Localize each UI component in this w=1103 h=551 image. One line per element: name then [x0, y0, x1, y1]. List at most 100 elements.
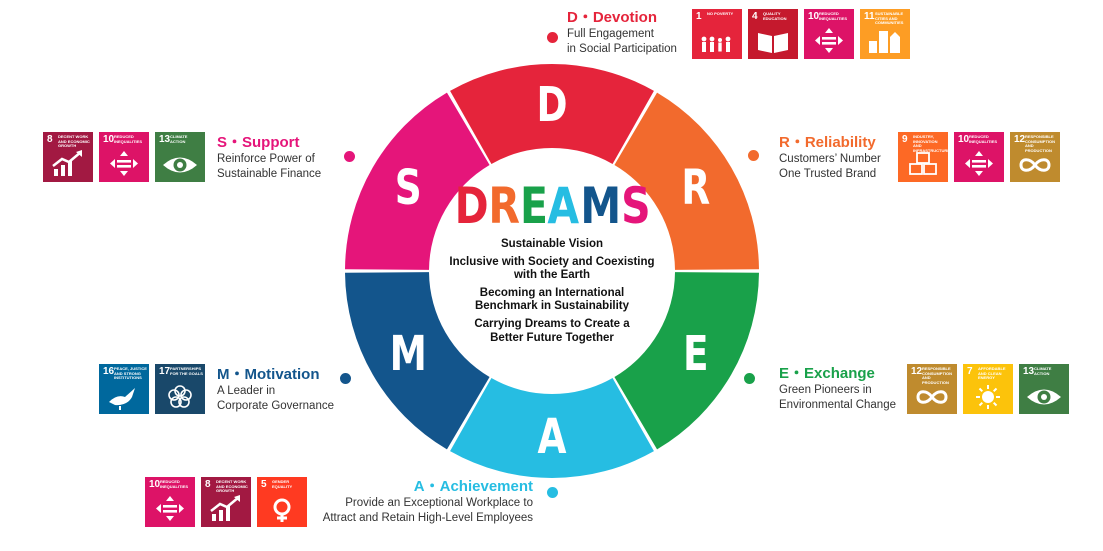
sdg-row-d: 1No Poverty4Quality Education10Reduced I… — [692, 9, 910, 59]
sdg-label: Reduced Inequalities — [969, 134, 998, 144]
sdg-tile-1: 1No Poverty — [692, 9, 742, 59]
sdg-row-e: 12Responsible Consumption and Production… — [907, 364, 1069, 414]
ring-segment-r — [614, 92, 759, 270]
logo-letter-d: D — [454, 177, 488, 235]
sdg-label: Reduced Inequalities — [819, 11, 848, 21]
infinity-icon — [1019, 158, 1051, 172]
sdg-label: Reduced Inequalities — [114, 134, 143, 144]
infinity-icon — [916, 390, 948, 404]
sdg-tile-11: 11Sustainable Cities and Communities — [860, 9, 910, 59]
sdg-tile-12: 12Responsible Consumption and Production — [907, 364, 957, 414]
dreams-logo: DREAMS — [437, 176, 667, 236]
pillar-s-dot — [344, 151, 355, 162]
sdg-label: Reduced Inequalities — [160, 479, 189, 489]
vision-line: Carrying Dreams to Create a Better Futur… — [474, 317, 630, 344]
pillar-desc-line: Corporate Governance — [217, 400, 334, 412]
sdg-row-a: 10Reduced Inequalities 8 Decent Work and E… — [145, 477, 307, 527]
pillar-title: R・Reliability — [779, 134, 876, 151]
ring-letter-r: R — [681, 161, 710, 217]
sdg-tile-10: 10Reduced Inequalities — [145, 477, 195, 527]
sdg-number: 7 — [967, 366, 973, 377]
pillar-exchange: E・Exchange Green Pioneers in Environment… — [779, 365, 896, 413]
sdg-tile-10: 10Reduced Inequalities — [954, 132, 1004, 182]
sdg-number: 5 — [261, 479, 267, 490]
sdg-tile-17: 17Partnerships for the Goals — [155, 364, 205, 414]
city-icon — [869, 31, 900, 53]
sdg-tile-12: 12Responsible Consumption and Production — [1010, 132, 1060, 182]
ring-letter-e: E — [683, 327, 709, 383]
equality-icon — [156, 496, 184, 521]
logo-letter-e: E — [519, 177, 548, 235]
sdg-number: 17 — [159, 366, 171, 377]
sdg-label: Partnerships for the Goals — [170, 366, 203, 376]
sdg-tile-16: 16Peace, Justice and Strong Institutions — [99, 364, 149, 414]
sdg-tile-4: 4Quality Education — [748, 9, 798, 59]
pillar-desc-line: Reinforce Power of — [217, 153, 315, 165]
sdg-label: Affordable and Clean Energy — [978, 366, 1006, 381]
ring-segment-a — [450, 378, 654, 479]
sdg-number: 10 — [808, 11, 820, 22]
pillar-title: E・Exchange — [779, 365, 875, 382]
sdg-number: 8 — [47, 134, 53, 145]
sdg-label: Peace, Justice and Strong Institutions — [114, 366, 147, 381]
pillar-desc-line: Provide an Exceptional Workplace to — [345, 497, 533, 509]
sdg-label: Climate Action — [170, 134, 188, 144]
sdg-label: Responsible Consumption and Production — [1025, 134, 1055, 153]
pillar-e-dot — [744, 373, 755, 384]
sdg-tile-10: 10Reduced Inequalities — [99, 132, 149, 182]
sdg-number: 12 — [911, 366, 923, 377]
sdg-number: 8 — [205, 479, 211, 490]
vision-line: Becoming an International Benchmark in S… — [474, 286, 629, 313]
sdg-tile-13: 13Climate Action — [155, 132, 205, 182]
pillar-title: M・Motivation — [217, 366, 320, 383]
sdg-label: Decent Work and Economic Growth — [216, 479, 248, 494]
sdg-tile-8: 8 Decent Work and Economic Growth — [201, 477, 251, 527]
sdg-number: 13 — [1023, 366, 1035, 377]
sdg-tile-10: 10Reduced Inequalities — [804, 9, 854, 59]
rings-icon — [168, 385, 192, 408]
pillar-support: S・Support Reinforce Power of Sustainable… — [217, 134, 321, 182]
sdg-row-s: 8Decent Work and Economic Growth10Reduce… — [43, 132, 205, 182]
people-icon — [701, 36, 731, 52]
ring-letter-s: S — [395, 161, 422, 217]
pillar-reliability: R・Reliability Customers’ Number One Trus… — [779, 134, 881, 182]
logo-letter-r: R — [488, 177, 521, 235]
pillar-desc-line: A Leader in — [217, 385, 276, 397]
growth-icon — [52, 150, 82, 176]
pillar-r-dot — [748, 150, 759, 161]
dreams-center: DREAMS Sustainable Vision Inclusive with… — [437, 176, 667, 349]
sdg-label: Gender Equality — [272, 479, 293, 489]
pillar-m-dot — [340, 373, 351, 384]
logo-letter-s: S — [621, 177, 651, 235]
pillar-desc-line: One Trusted Brand — [779, 168, 877, 180]
gender-icon — [273, 498, 291, 522]
sdg-label: Quality Education — [763, 11, 787, 21]
pillar-desc-line: Full Engagement — [567, 28, 654, 40]
sun-icon — [976, 385, 1000, 409]
pillar-title: A・Achievement — [413, 478, 533, 495]
pillar-devotion: D・Devotion Full Engagement in Social Par… — [567, 9, 677, 57]
ring-segment-s — [345, 92, 490, 270]
pillar-desc-line: in Social Participation — [567, 43, 677, 55]
logo-letter-m: M — [579, 177, 621, 235]
equality-icon — [110, 151, 138, 176]
sdg-tile-9: 9Industry, Innovation and Infrastructure — [898, 132, 948, 182]
pillar-achievement: A・Achievement Provide an Exceptional Wor… — [300, 478, 533, 526]
pillar-a-dot — [547, 487, 558, 498]
logo-letter-a: A — [547, 177, 579, 235]
pillar-desc-line: Customers’ Number — [779, 153, 881, 165]
sdg-label: Responsible Consumption and Production — [922, 366, 952, 385]
sdg-label: No Poverty — [707, 11, 734, 16]
pillar-desc-line: Green Pioneers in — [779, 384, 872, 396]
sdg-number: 13 — [159, 134, 171, 145]
pillar-title: S・Support — [217, 134, 300, 151]
sdg-tile-5: 5 Gender Equality — [257, 477, 307, 527]
sdg-row-r: 9Industry, Innovation and Infrastructure… — [898, 132, 1060, 182]
eye-globe-icon — [1027, 389, 1061, 405]
ring-segment-d — [450, 63, 654, 164]
sdg-number: 9 — [902, 134, 908, 145]
growth-icon — [210, 495, 240, 521]
ring-letter-m: M — [390, 327, 427, 383]
book-icon — [758, 33, 788, 53]
vision-statements: Sustainable Vision Inclusive with Societ… — [437, 238, 667, 345]
